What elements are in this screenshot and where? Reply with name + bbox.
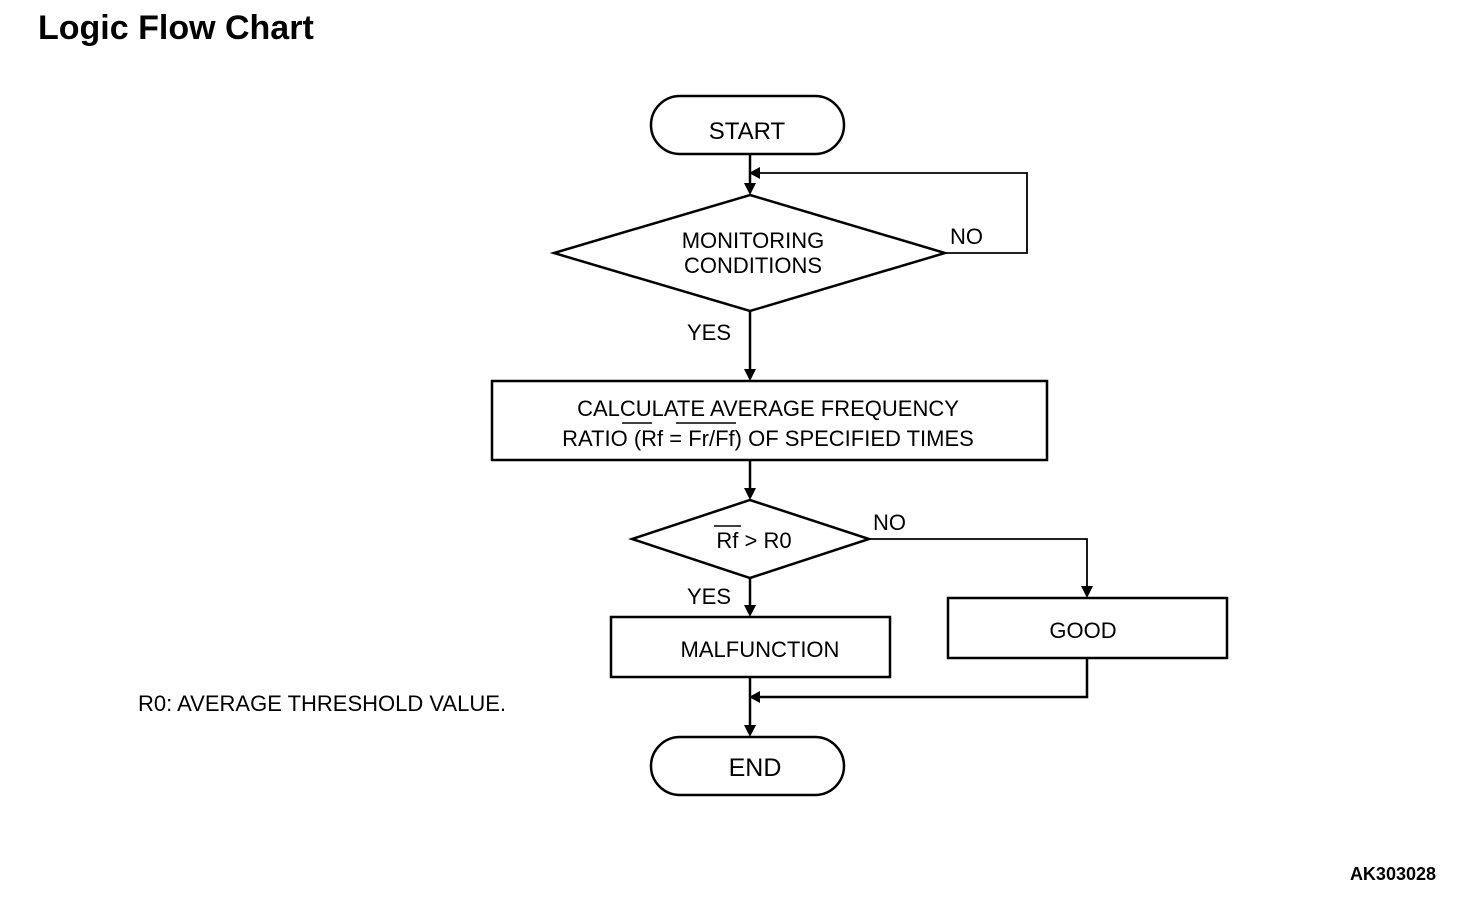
compare-no-label: NO <box>873 510 906 535</box>
calculate-label-line1: CALCULATE AVERAGE FREQUENCY <box>577 396 959 421</box>
page-title: Logic Flow Chart <box>38 9 314 47</box>
edge-good-to-end <box>760 658 1089 699</box>
arrow-malfunction-to-end <box>744 725 756 737</box>
good-node: GOOD <box>946 596 1229 660</box>
arrow-start-to-monitoring <box>744 183 756 195</box>
arrow-good-to-end <box>749 691 760 703</box>
edge-monitoring-no-loop <box>760 172 1028 254</box>
arrow-compare-no-to-good <box>1081 586 1093 598</box>
compare-yes-label: YES <box>687 584 731 609</box>
arrow-compare-yes-to-malfunction <box>744 605 756 617</box>
end-node: END <box>649 735 846 797</box>
malfunction-node: MALFUNCTION <box>609 615 892 679</box>
monitoring-conditions-node: MONITORING CONDITIONS <box>549 193 950 313</box>
monitoring-yes-label: YES <box>687 320 731 345</box>
end-label: END <box>729 754 782 782</box>
monitoring-label-line1: MONITORING <box>682 228 825 253</box>
figure-id: AK303028 <box>1349 864 1436 884</box>
good-label: GOOD <box>1049 618 1116 643</box>
arrow-calculate-to-compare <box>744 488 756 500</box>
compare-label: Rf > R0 <box>716 528 791 553</box>
calculate-label-line2: RATIO (Rf = Fr/Ff) OF SPECIFIED TIMES <box>562 426 974 451</box>
start-label: START <box>709 118 786 145</box>
arrow-monitoring-no-loop <box>749 167 760 179</box>
threshold-note: R0: AVERAGE THRESHOLD VALUE. <box>138 691 506 716</box>
arrow-monitoring-to-calculate <box>744 369 756 381</box>
monitoring-no-label: NO <box>950 224 983 249</box>
calculate-ratio-node: CALCULATE AVERAGE FREQUENCY RATIO (Rf = … <box>490 379 1049 462</box>
malfunction-label: MALFUNCTION <box>681 637 840 662</box>
rf-compare-node: Rf > R0 <box>628 498 874 580</box>
edge-compare-no-to-good <box>869 538 1088 587</box>
start-node: START <box>649 94 846 156</box>
monitoring-label-line2: CONDITIONS <box>684 253 822 278</box>
